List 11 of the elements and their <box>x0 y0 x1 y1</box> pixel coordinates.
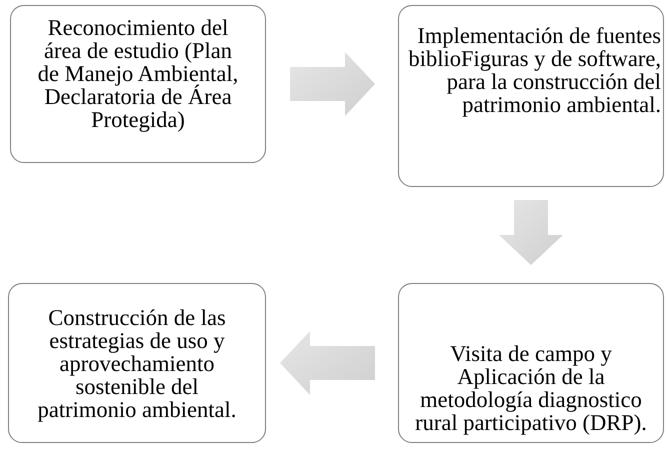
process-box <box>398 283 664 443</box>
block-arrow <box>290 52 375 116</box>
process-box <box>8 283 266 443</box>
block-arrow <box>280 331 375 395</box>
process-box <box>398 5 664 187</box>
step-text: Implementación de fuentes biblioFiguras y de software, para la construcción del patrimonio ambiental. <box>408 24 661 116</box>
process-box <box>10 5 266 163</box>
step-text: Visita de campo y Aplicación de la metodología diagnostico rural participativo (DRP). <box>414 342 648 434</box>
block-arrow <box>499 200 563 265</box>
step-text: Construcción de las estrategias de uso y aprovechamiento sostenible del patrimonio ambiental. <box>36 306 238 420</box>
step-text: Reconocimiento del área de estudio (Plan de Manejo Ambiental, Declaratoria de Área Protegida) <box>36 16 240 131</box>
